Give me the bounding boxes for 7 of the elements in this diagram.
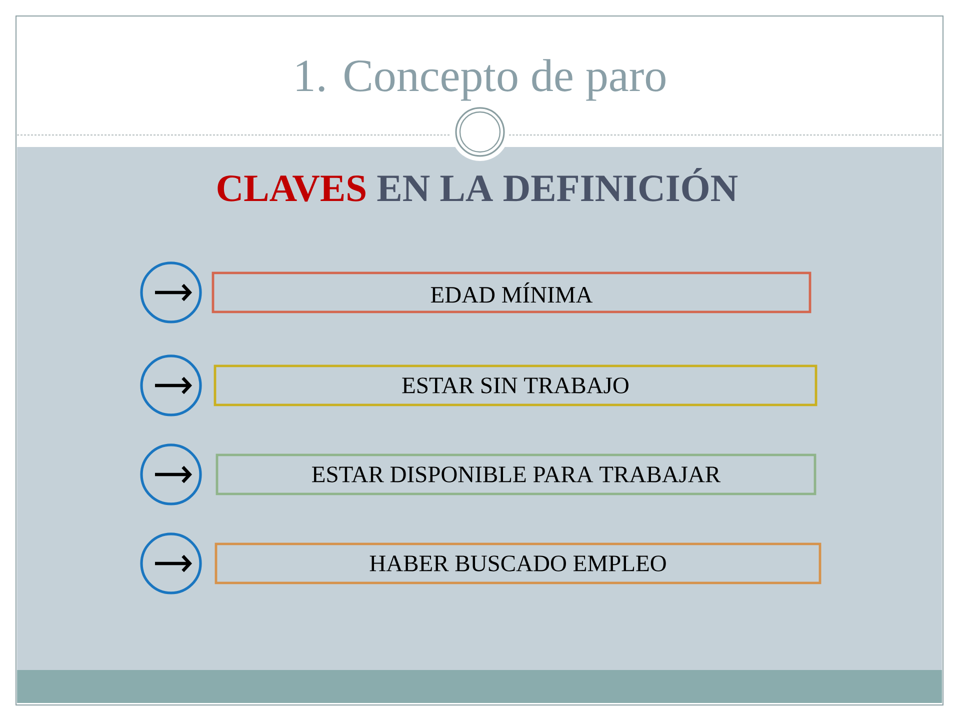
outlined-box: HABER BUSCADO EMPLEO: [214, 542, 822, 584]
title: 1. Concepto de paro: [296, 59, 666, 101]
outlined-box: ESTAR DISPONIBLE PARA TRABAJAR: [216, 454, 816, 496]
outlined-box: ESTAR SIN TRABAJO: [214, 364, 818, 406]
outlined-box: EDAD MÍNIMA: [212, 272, 812, 314]
heading-text: CLAVES: [218, 176, 366, 202]
heading-text: EN LA DEFINICIÓN: [377, 168, 738, 202]
